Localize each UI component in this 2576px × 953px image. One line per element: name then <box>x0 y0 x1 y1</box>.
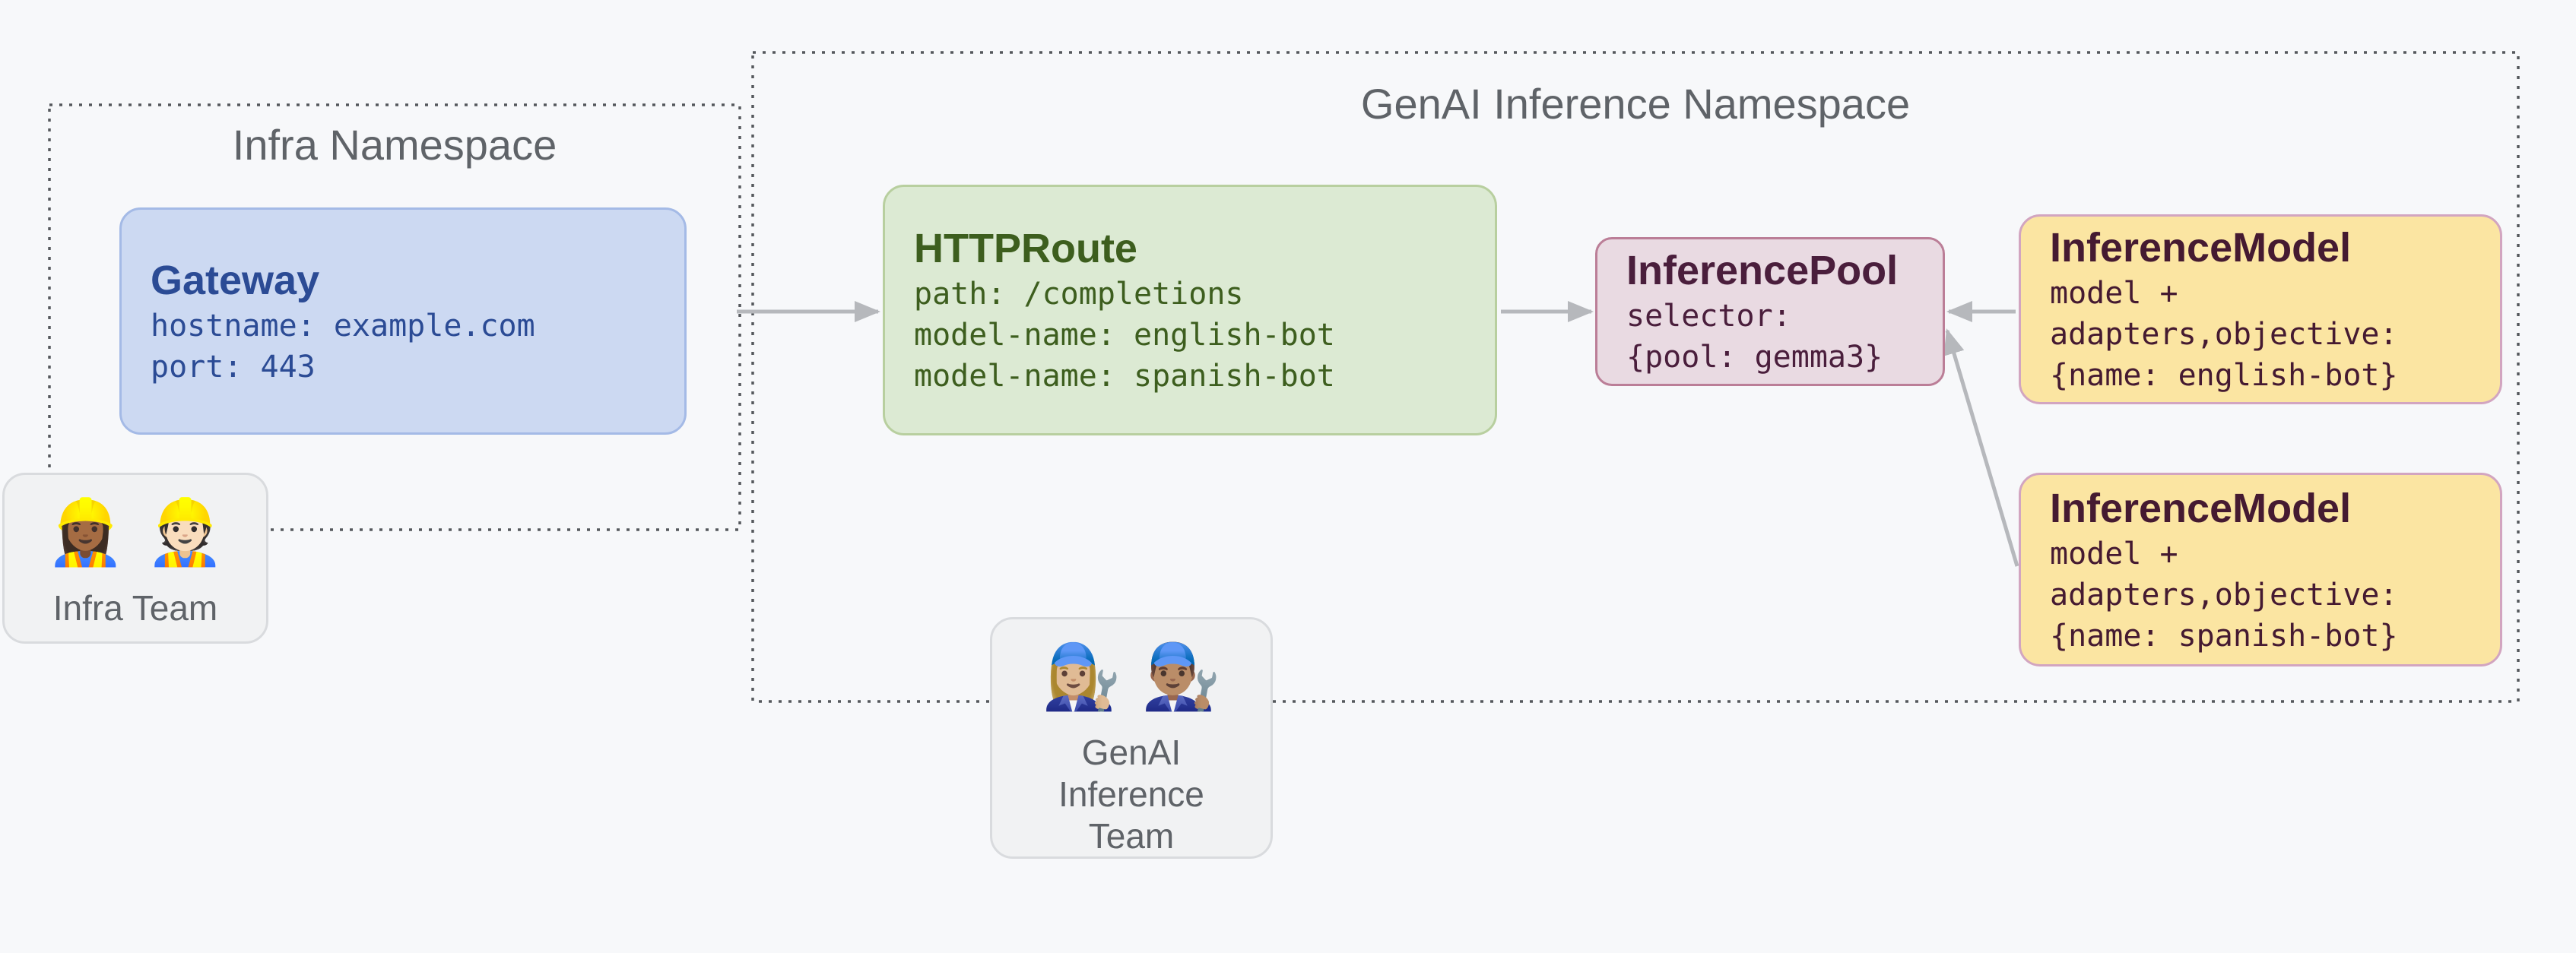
httproute-title: HTTPRoute <box>914 226 1137 271</box>
gateway-title: Gateway <box>151 257 320 303</box>
infra-team-card: 👷🏾‍♀️ 👷🏻 Infra Team <box>2 473 268 644</box>
gateway-node: Gateway hostname: example.com port: 443 <box>119 207 687 435</box>
gateway-port-line: port: 443 <box>151 349 316 385</box>
infra-team-label: Infra Team <box>52 588 218 628</box>
httproute-path-line: path: /completions <box>914 277 1244 312</box>
inference-model-english-line-1: model + <box>2050 276 2178 311</box>
construction-worker-emojis: 👷🏾‍♀️ 👷🏻 <box>46 495 225 569</box>
inference-pool-title: InferencePool <box>1626 248 1899 293</box>
inference-pool-selector-line: selector: <box>1626 299 1791 334</box>
inference-model-spanish-line-1: model + <box>2050 536 2178 571</box>
inference-model-english-node: InferenceModel model + adapters,objectiv… <box>2019 214 2502 404</box>
inference-model-english-title: InferenceModel <box>2050 225 2352 271</box>
httproute-node: HTTPRoute path: /completions model-name:… <box>883 185 1497 435</box>
httproute-model-spanish-line: model-name: spanish-bot <box>914 359 1335 394</box>
infra-namespace-title: Infra Namespace <box>232 121 557 169</box>
gateway-hostname-line: hostname: example.com <box>151 308 535 344</box>
genai-team-card: 👩🏼‍🔧 👨🏽‍🔧 GenAI Inference Team <box>990 617 1273 859</box>
arrow-inferencemodel-spanish-to-inferencepool <box>1943 328 2019 567</box>
inference-model-spanish-line-2: adapters,objective: <box>2050 577 2398 613</box>
inference-model-english-line-2: adapters,objective: <box>2050 317 2398 352</box>
inference-pool-value-line: {pool: gemma3} <box>1626 340 1883 375</box>
inference-model-spanish-node: InferenceModel model + adapters,objectiv… <box>2019 473 2502 666</box>
inference-model-english-line-3: {name: english-bot} <box>2050 358 2398 393</box>
genai-team-label: GenAI Inference Team <box>1058 733 1204 856</box>
mechanic-emojis: 👩🏼‍🔧 👨🏽‍🔧 <box>1042 639 1221 714</box>
inference-pool-node: InferencePool selector: {pool: gemma3} <box>1595 237 1945 386</box>
infra-namespace-dotted-border <box>48 103 741 531</box>
httproute-model-english-line: model-name: english-bot <box>914 318 1335 353</box>
genai-namespace-title: GenAI Inference Namespace <box>1360 80 1911 128</box>
inference-model-spanish-title: InferenceModel <box>2050 485 2352 531</box>
genai-namespace-dotted-border <box>751 51 2520 703</box>
inference-model-spanish-line-3: {name: spanish-bot} <box>2050 618 2398 654</box>
